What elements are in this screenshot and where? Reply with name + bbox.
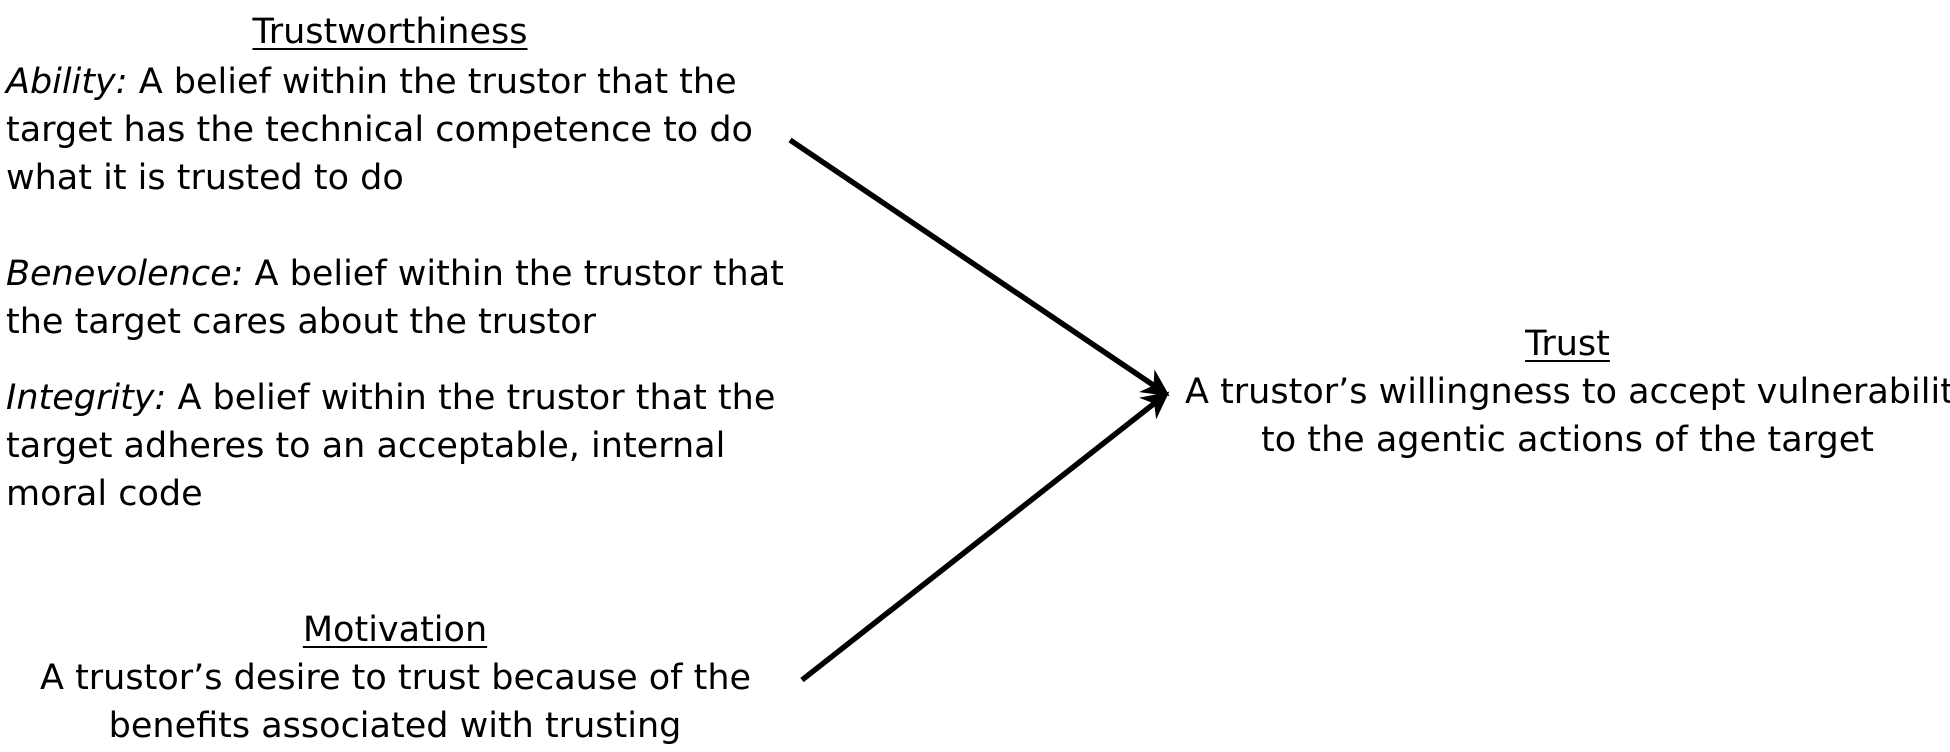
integrity-text-line-1: A belief within the trustor that the: [166, 378, 776, 418]
motivation-text-line-1: A trustor’s desire to trust because of t…: [40, 658, 752, 698]
ability-term: Ability:: [6, 62, 128, 102]
benevolence-term: Benevolence:: [6, 254, 244, 294]
trust-heading: Trust: [1525, 324, 1610, 364]
integrity-definition: Integrity: A belief within the trustor t…: [6, 374, 775, 518]
motivation-heading: Motivation: [302, 610, 488, 650]
ability-text-line-1: A belief within the trustor that the: [127, 62, 737, 102]
trustworthiness-heading: Trustworthiness: [252, 12, 528, 52]
integrity-text-line-3: moral code: [6, 474, 203, 514]
motivation-box: Motivation A trustor’s desire to trust b…: [40, 606, 752, 750]
trust-box: Trust A trustor’s willingness to accept …: [1185, 320, 1950, 464]
benevolence-text-line-1: A belief within the trustor that: [243, 254, 784, 294]
ability-text-line-3: what it is trusted to do: [6, 158, 404, 198]
benevolence-text-line-2: the target cares about the trustor: [6, 302, 597, 342]
ability-text-line-2: target has the technical competence to d…: [6, 110, 753, 150]
trust-text-line-1: A trustor’s willingness to accept vulner…: [1185, 372, 1950, 412]
arrow-motivation-to-trust: [800, 391, 1170, 683]
motivation-text-line-2: benefits associated with trusting: [108, 706, 682, 746]
trust-text-line-2: to the agentic actions of the target: [1261, 420, 1874, 460]
ability-definition: Ability: A belief within the trustor tha…: [6, 58, 753, 202]
integrity-term: Integrity:: [6, 378, 167, 418]
integrity-text-line-2: target adheres to an acceptable, interna…: [6, 426, 726, 466]
arrow-trustworthiness-to-trust: [788, 137, 1170, 397]
benevolence-definition: Benevolence: A belief within the trustor…: [6, 250, 784, 346]
